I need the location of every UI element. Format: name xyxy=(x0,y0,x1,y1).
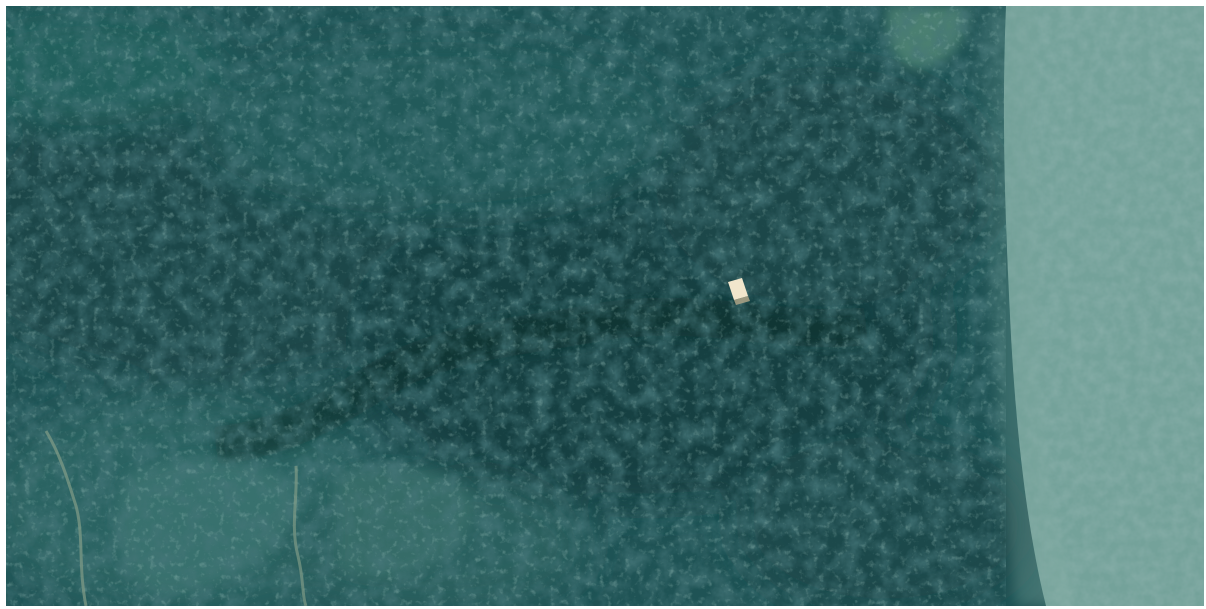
hazy-image-tile-east xyxy=(966,6,1204,606)
forest-trail-south xyxy=(292,465,308,606)
forest-trail-west xyxy=(44,430,88,606)
satellite-imagery[interactable] xyxy=(6,6,1204,606)
canopy-highlights xyxy=(6,6,1006,606)
small-building[interactable] xyxy=(728,278,750,305)
satellite-map[interactable] xyxy=(6,6,1204,606)
